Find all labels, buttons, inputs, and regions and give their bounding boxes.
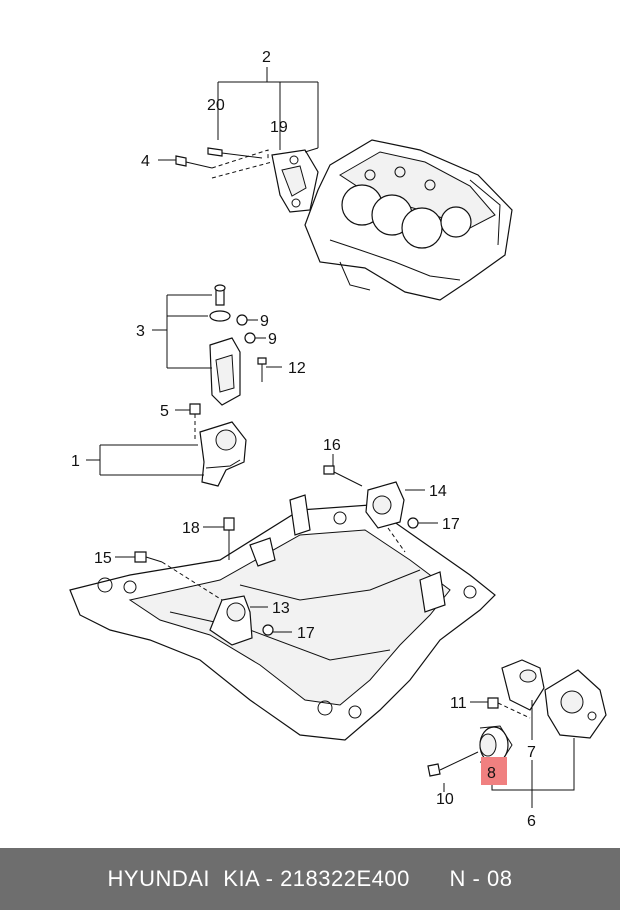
callout-3: 3	[136, 323, 145, 340]
callout-16: 16	[323, 437, 341, 454]
highlight-box	[481, 757, 507, 785]
engine-block	[304, 139, 513, 301]
callout-4: 4	[141, 153, 150, 170]
callout-10: 10	[436, 791, 454, 808]
bracket-7	[501, 659, 545, 711]
footer-bar: HYUNDAI KIA - 218322E400 N - 08	[0, 848, 620, 910]
callout-1: 1	[71, 453, 80, 470]
callout-15: 15	[94, 550, 112, 567]
parts-diagram: 2 20 19 4 3 9 9 12 5 1 16 14 17 18 15 13…	[69, 49, 607, 830]
callout-6: 6	[527, 813, 536, 830]
subframe	[69, 494, 496, 741]
mount-3	[209, 284, 241, 406]
footer-page-code: N - 08	[449, 866, 513, 891]
callout-12: 12	[288, 360, 306, 377]
mount-1	[199, 421, 247, 487]
callout-7: 7	[527, 744, 536, 761]
footer-part-number: HYUNDAI KIA - 218322E400	[107, 866, 410, 891]
mount-13	[209, 595, 253, 646]
bracket-6	[544, 669, 607, 739]
callout-17-upper: 17	[442, 516, 460, 533]
callout-19: 19	[270, 119, 288, 136]
callout-9-lower: 9	[268, 331, 277, 348]
callout-11: 11	[450, 695, 467, 712]
callout-9-upper: 9	[260, 313, 269, 330]
footer-spacer	[410, 866, 450, 892]
callout-18: 18	[182, 520, 200, 537]
callout-20: 20	[207, 97, 225, 114]
bushing-8	[479, 725, 513, 765]
bracket-2	[271, 149, 319, 213]
callout-2: 2	[262, 49, 271, 66]
mount-14	[365, 481, 405, 529]
callout-5: 5	[160, 403, 169, 420]
callout-8: 8	[487, 765, 496, 782]
callout-14: 14	[429, 483, 447, 500]
callout-13: 13	[272, 600, 290, 617]
callout-17-lower: 17	[297, 625, 315, 642]
